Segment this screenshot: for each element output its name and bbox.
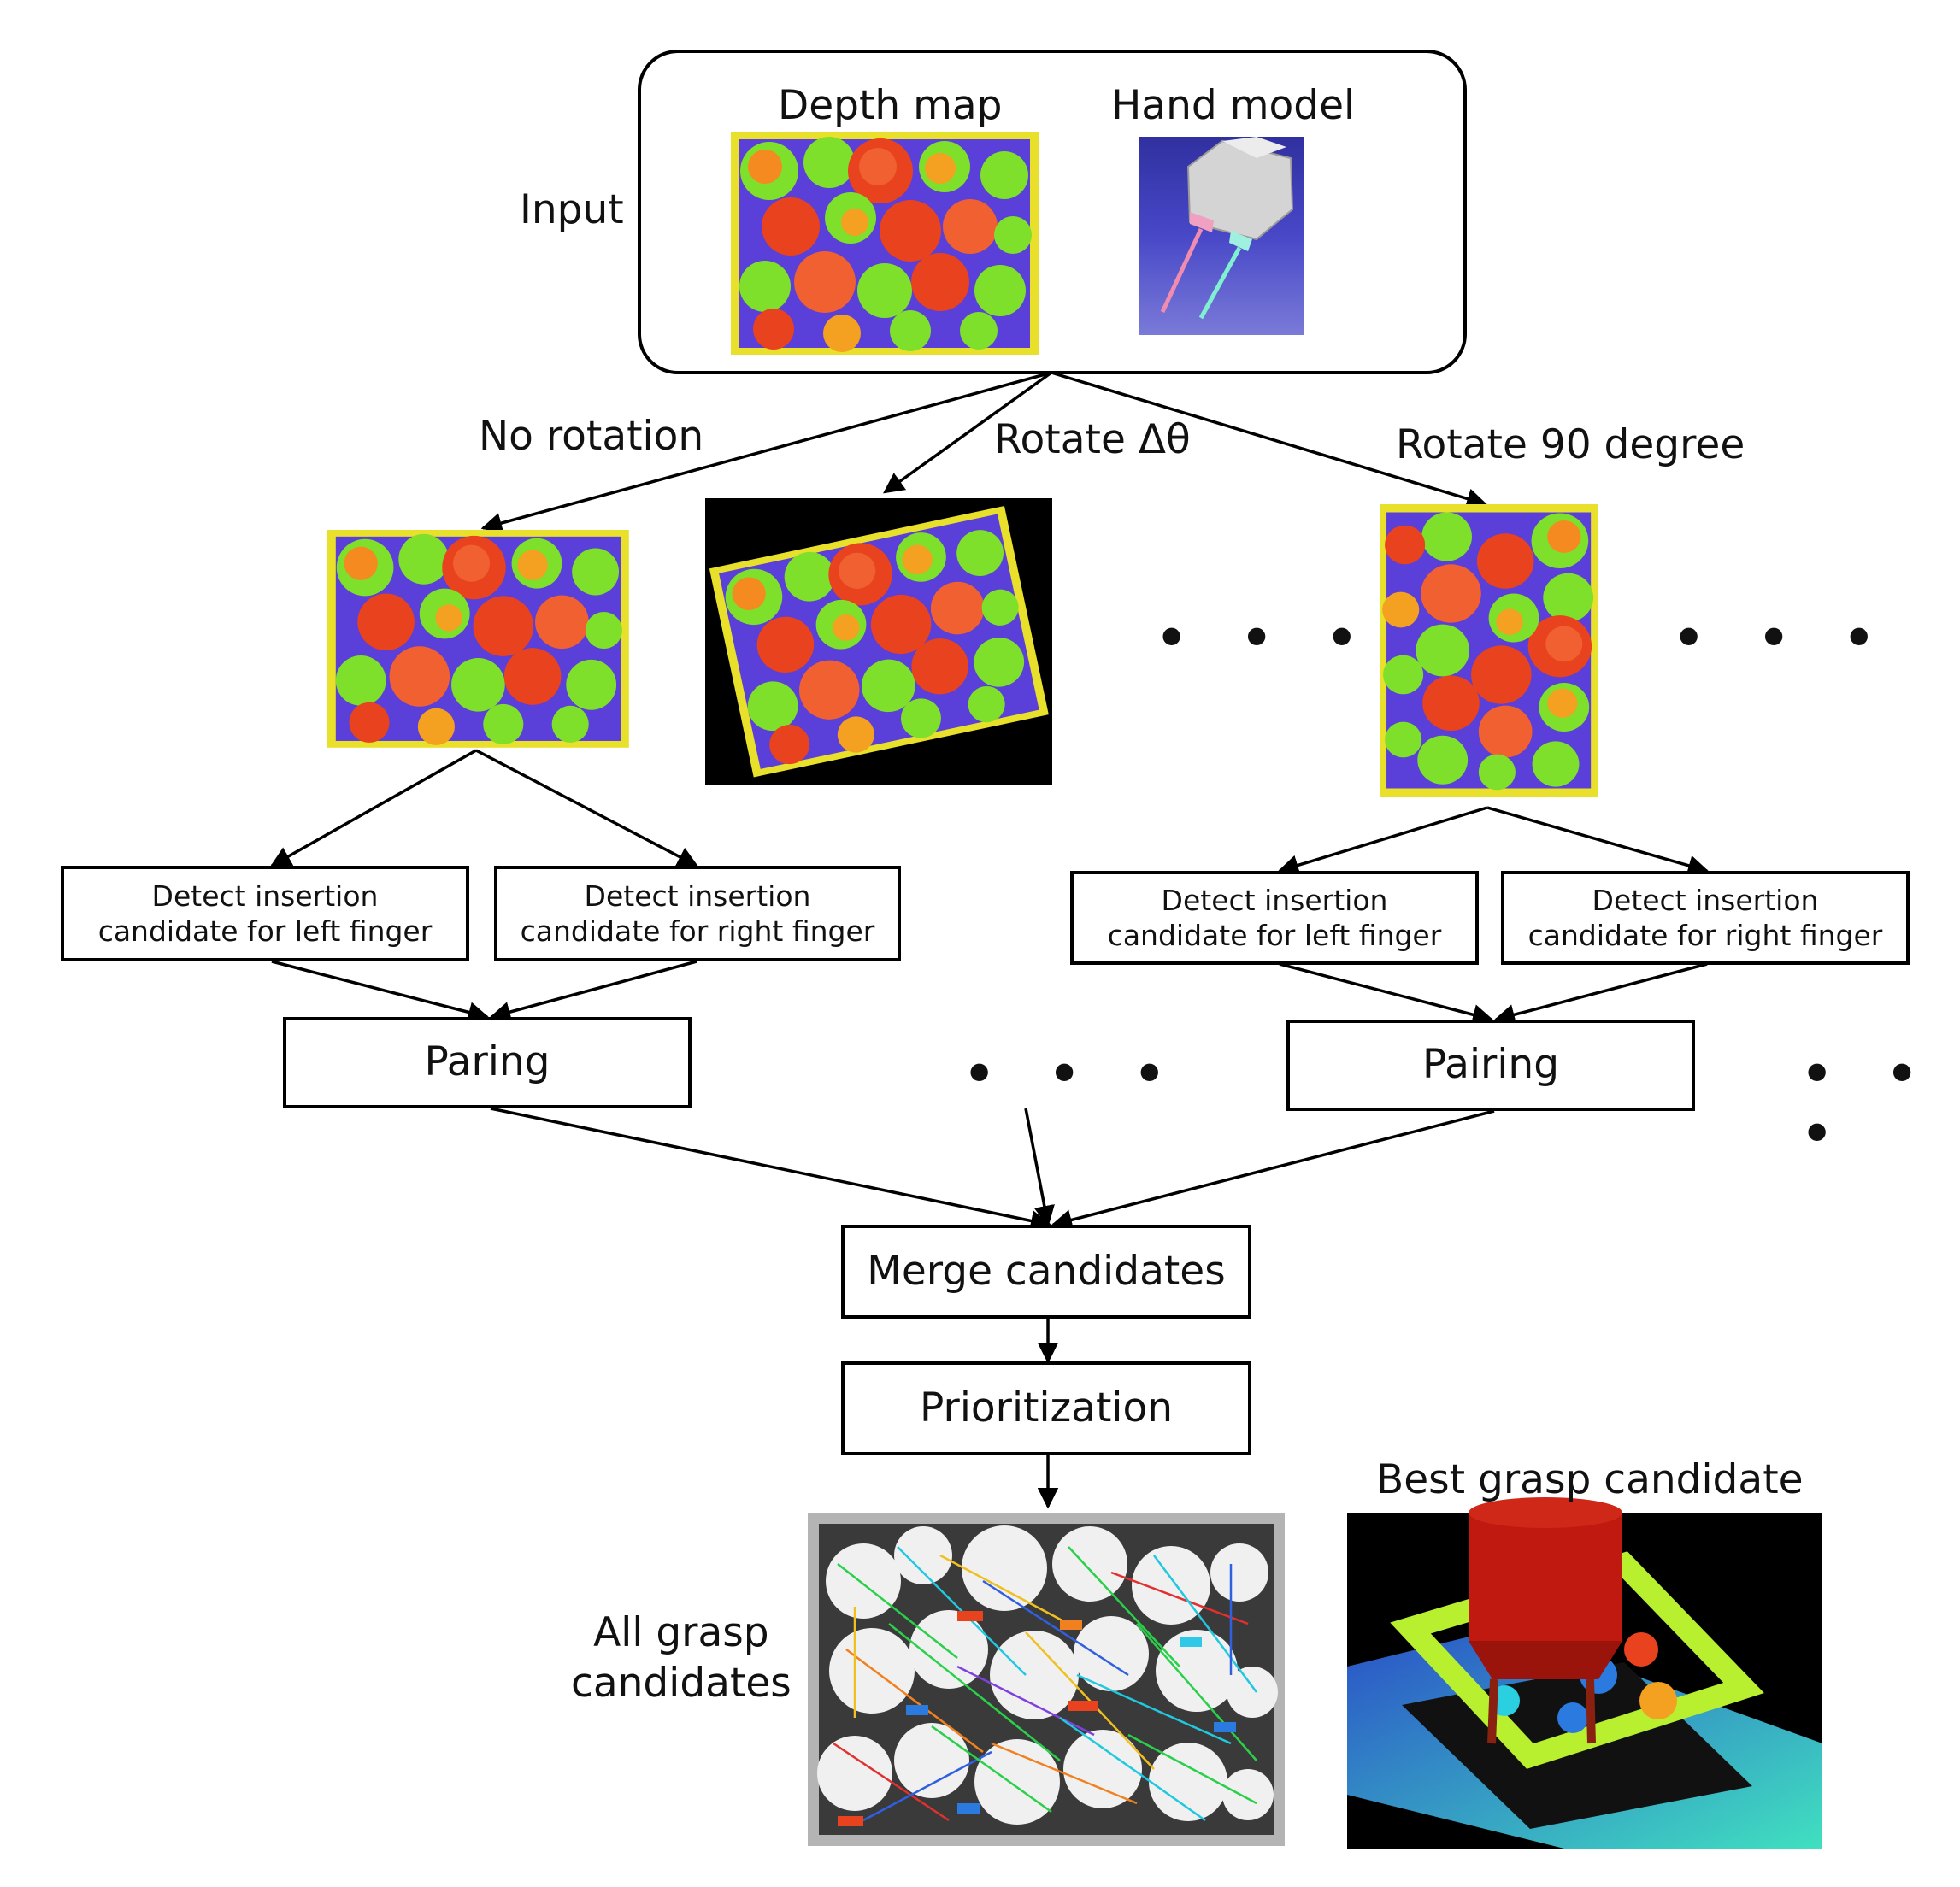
- detect-right-label-a: Detect insertion candidate for right fin…: [520, 879, 875, 948]
- depth-map-rotated-90: [1380, 504, 1598, 797]
- prioritization-label: Prioritization: [919, 1384, 1174, 1431]
- ellipsis-pairing-right: • • •: [1799, 1039, 1935, 1169]
- no-rotation-label: No rotation: [479, 413, 704, 460]
- depth-map-image: [731, 132, 1039, 355]
- hand-model-image: [1139, 137, 1304, 335]
- pairing-box-right: Pairing: [1286, 1020, 1695, 1111]
- pairing-box-left: Paring: [283, 1017, 692, 1108]
- all-grasp-candidates-label: All grasp candidates: [571, 1609, 792, 1707]
- rotate-delta-label: Rotate Δθ: [994, 416, 1191, 463]
- all-grasp-candidates-image: [808, 1513, 1285, 1846]
- merge-candidates-label: Merge candidates: [867, 1247, 1226, 1295]
- ellipsis-pairing-mid: • • •: [962, 1039, 1183, 1109]
- detect-left-label-a: Detect insertion candidate for left fing…: [97, 879, 433, 948]
- detect-left-label-b: Detect insertion candidate for left fing…: [1107, 883, 1442, 952]
- detect-left-box-a: Detect insertion candidate for left fing…: [61, 866, 469, 961]
- input-label: Input: [520, 186, 624, 233]
- detect-right-box-a: Detect insertion candidate for right fin…: [494, 866, 901, 961]
- pairing-label-left: Paring: [424, 1038, 550, 1086]
- ellipsis-branches-mid: • • •: [1154, 603, 1375, 673]
- depth-map-rotated-delta: [705, 498, 1052, 785]
- rotate-90-label: Rotate 90 degree: [1396, 421, 1745, 468]
- pairing-label-right: Pairing: [1421, 1041, 1560, 1089]
- detect-right-label-b: Detect insertion candidate for right fin…: [1527, 883, 1883, 952]
- ellipsis-branches-right: • • •: [1671, 603, 1892, 673]
- merge-candidates-box: Merge candidates: [841, 1225, 1251, 1319]
- detect-left-box-b: Detect insertion candidate for left fing…: [1070, 871, 1479, 965]
- prioritization-box: Prioritization: [841, 1361, 1251, 1455]
- detect-right-box-b: Detect insertion candidate for right fin…: [1501, 871, 1910, 965]
- depth-map-no-rotation: [327, 530, 629, 748]
- best-grasp-candidate-label: Best grasp candidate: [1376, 1456, 1804, 1503]
- depth-map-label: Depth map: [778, 82, 1003, 129]
- hand-model-label: Hand model: [1111, 82, 1356, 129]
- best-grasp-candidate-image: [1347, 1497, 1822, 1849]
